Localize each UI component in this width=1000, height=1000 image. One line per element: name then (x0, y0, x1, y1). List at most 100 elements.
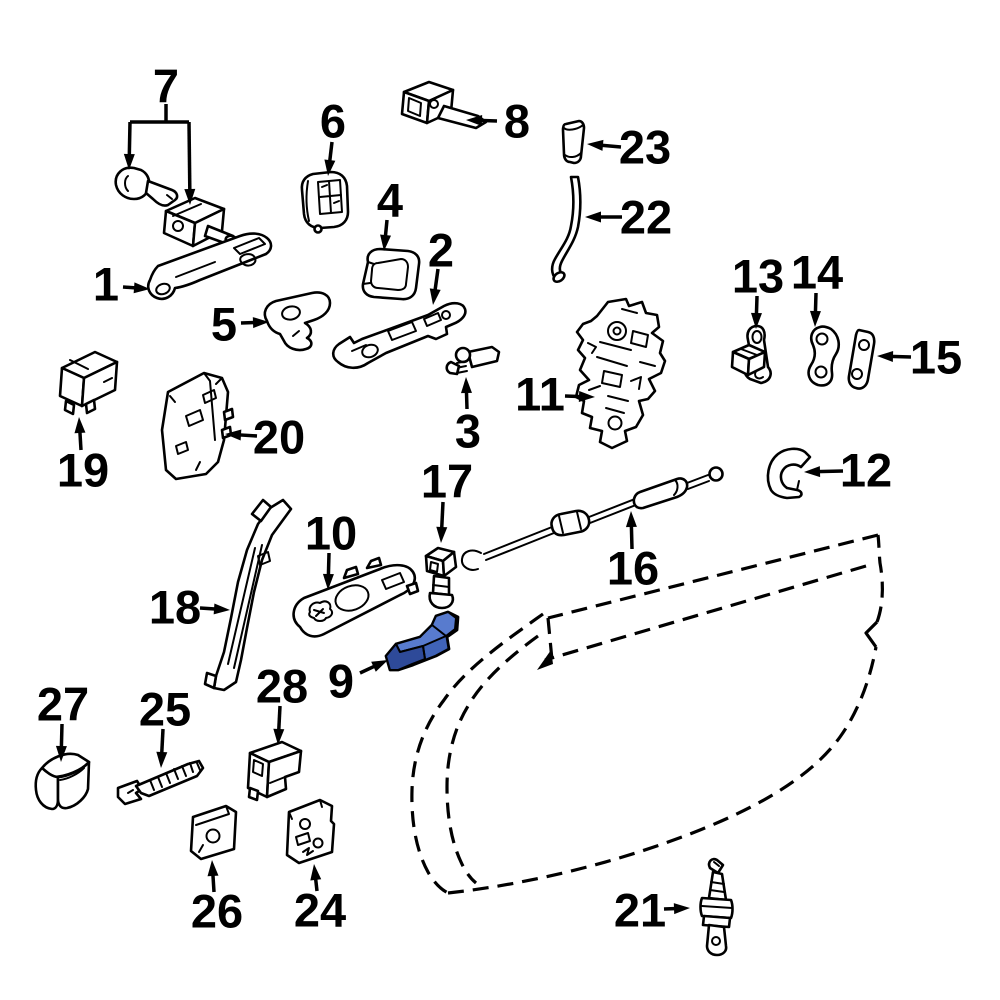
part-23-arrow-0-head (587, 139, 604, 151)
part-label-2: 2 (428, 224, 454, 277)
part-label-14: 14 (791, 246, 843, 299)
part-24-arrow-0-head (310, 864, 322, 881)
part-10-illustration (292, 556, 420, 638)
door-front-edge (410, 612, 544, 895)
part-7-arrow-1-line (187, 121, 192, 193)
part-25-arrow-0-head (156, 751, 168, 768)
part-19-illustration (58, 350, 119, 416)
door-inner-front-edge (445, 634, 539, 885)
part-16-arrow-0-line (629, 523, 634, 550)
part-26-arrow-0-line (211, 872, 216, 893)
part-26-illustration (189, 804, 238, 861)
part-17-arrow-0-head (436, 526, 448, 543)
part-label-16: 16 (607, 542, 659, 595)
part-4-arrow-0-line (383, 219, 389, 239)
part-18-arrow-0-head (213, 603, 230, 615)
part-label-19: 19 (57, 444, 109, 497)
part-label-17: 17 (421, 455, 473, 508)
part-label-5: 5 (211, 298, 237, 351)
part-3-arrow-0-line (464, 389, 469, 410)
part-22-arrow-0-head (585, 211, 601, 223)
part-label-3: 3 (455, 405, 481, 458)
part-7-arrow-1-head (184, 188, 196, 205)
part-27-arrow-0-head (55, 745, 67, 762)
part-4-illustration (361, 247, 421, 301)
part-23-arrow-0-line (599, 143, 622, 149)
part-3-arrow-0-head (461, 377, 472, 394)
part-label-7: 7 (153, 60, 179, 113)
part-2-arrow-0-line (433, 268, 440, 293)
part-20-arrow-0-line (237, 433, 258, 438)
part-28-illustration (246, 740, 303, 802)
part-label-13: 13 (732, 250, 784, 303)
part-9-arrow-0-head (371, 660, 388, 672)
part-15-illustration (847, 328, 876, 390)
part-7-key-illustration (114, 166, 179, 207)
door-bottom-edge (447, 646, 878, 895)
part-label-11: 11 (515, 368, 565, 421)
door-beltline-lower (544, 564, 867, 662)
part-14-illustration (807, 325, 841, 387)
part-6-illustration (300, 170, 350, 234)
part-27-arrow-0-line (59, 723, 64, 750)
part-label-25: 25 (139, 683, 191, 736)
part-label-28: 28 (256, 660, 308, 713)
part-6-arrow-0-line (327, 141, 334, 164)
part-8-arrow-0-line (478, 118, 498, 123)
part-label-6: 6 (320, 95, 346, 148)
part-14-arrow-0-head (809, 310, 821, 327)
part-10-arrow-0-head (322, 573, 334, 590)
part-16-arrow-0-head (625, 511, 637, 528)
door-beltline-upper (547, 533, 879, 620)
part-12-illustration (766, 447, 812, 500)
door-beltline-barb (537, 650, 553, 670)
part-label-12: 12 (840, 444, 892, 497)
part-label-9: 9 (328, 655, 354, 708)
part-label-8: 8 (504, 95, 530, 148)
part-5-arrow-0-head (252, 317, 269, 329)
part-7-arrow-0-head (123, 153, 135, 170)
part-28-arrow-0-line (276, 705, 282, 733)
part-15-arrow-0-head (877, 350, 894, 362)
part-24-illustration (285, 798, 336, 865)
part-label-4: 4 (377, 174, 403, 227)
part-1-arrow-0-head (133, 282, 150, 294)
part-5-illustration (263, 291, 332, 352)
part-14-arrow-0-line (813, 292, 818, 315)
part-25-arrow-0-line (159, 728, 165, 756)
part-13-arrow-0-line (754, 295, 759, 317)
part-label-18: 18 (149, 581, 201, 634)
part-23-illustration (561, 119, 586, 165)
part-28-arrow-0-head (273, 728, 285, 745)
part-22-illustration (550, 175, 582, 284)
part-8-arrow-0-head (466, 115, 483, 127)
part-2-illustration (331, 301, 467, 370)
part-10-arrow-0-line (326, 552, 331, 578)
part-label-27: 27 (37, 678, 89, 731)
part-label-21: 21 (614, 884, 666, 937)
part-16-cable-illustration (460, 466, 724, 571)
part-27-illustration (34, 752, 91, 811)
part-20-illustration (160, 371, 235, 481)
part-26-arrow-0-head (207, 860, 219, 877)
part-label-20: 20 (253, 411, 305, 464)
part-label-1: 1 (93, 258, 119, 311)
part-21-illustration (699, 857, 734, 957)
part-11-arrow-0-head (578, 390, 595, 402)
part-label-23: 23 (619, 121, 671, 174)
part-12-arrow-0-head (804, 466, 821, 478)
part-17-arrow-0-line (439, 501, 445, 531)
part-25-illustration (116, 759, 205, 806)
part-18-illustration (203, 498, 293, 692)
part-19-arrow-0-line (78, 429, 83, 451)
door-rear-edge (875, 534, 884, 623)
part-label-15: 15 (910, 331, 962, 384)
part-7-arrow-0-line (127, 121, 132, 158)
part-11-illustration (574, 297, 667, 450)
part-1-illustration (146, 232, 273, 301)
part-2-arrow-0-head (429, 288, 441, 305)
part-19-arrow-0-head (74, 417, 86, 434)
